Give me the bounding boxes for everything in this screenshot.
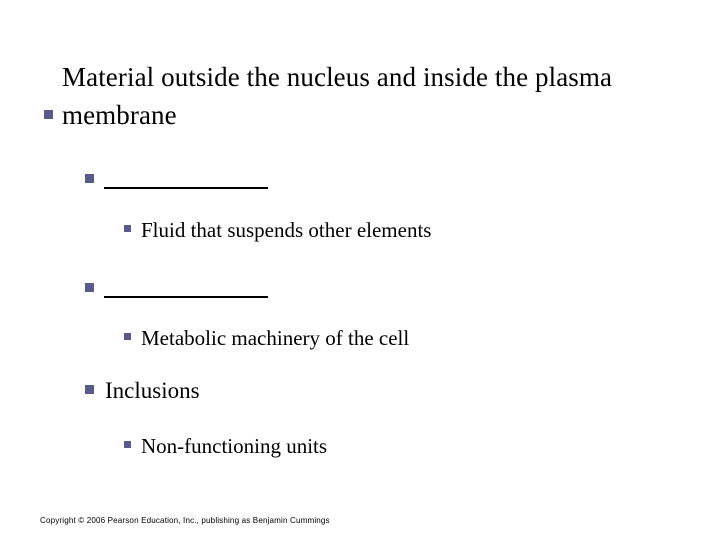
blank-answer-text-2: ______ — [105, 274, 174, 304]
slide-title-text: Material outside the nucleus and inside … — [62, 62, 613, 130]
square-bullet-icon — [44, 109, 53, 119]
square-bullet-icon — [124, 332, 131, 340]
bullet-level3-fluid-text: Fluid that suspends other elements — [141, 218, 432, 242]
bullet-level3-metabolic-text: Metabolic machinery of the cell — [141, 326, 410, 350]
bullet-level2-blank-2: ______ — [85, 274, 174, 304]
bullet-level3-metabolic: Metabolic machinery of the cell — [124, 324, 409, 352]
blank-answer-rule-1 — [104, 187, 268, 189]
square-bullet-icon — [124, 224, 131, 232]
square-bullet-icon — [124, 440, 131, 448]
bullet-level2-blank-1: ______ — [85, 165, 174, 195]
blank-answer-rule-2 — [104, 296, 268, 298]
bullet-level1-title: Material outside the nucleus and inside … — [44, 58, 644, 134]
bullet-level2-inclusions-text: Inclusions — [105, 378, 200, 403]
square-bullet-icon — [85, 384, 94, 394]
bullet-level3-fluid: Fluid that suspends other elements — [124, 216, 431, 244]
square-bullet-icon — [85, 282, 94, 292]
bullet-level2-inclusions: Inclusions — [85, 376, 200, 406]
bullet-level3-nonfunctioning: Non-functioning units — [124, 432, 327, 460]
blank-answer-text-1: ______ — [105, 165, 174, 195]
bullet-level3-nonfunctioning-text: Non-functioning units — [141, 434, 328, 458]
copyright-footer: Copyright © 2006 Pearson Education, Inc.… — [40, 515, 330, 525]
square-bullet-icon — [85, 173, 94, 183]
